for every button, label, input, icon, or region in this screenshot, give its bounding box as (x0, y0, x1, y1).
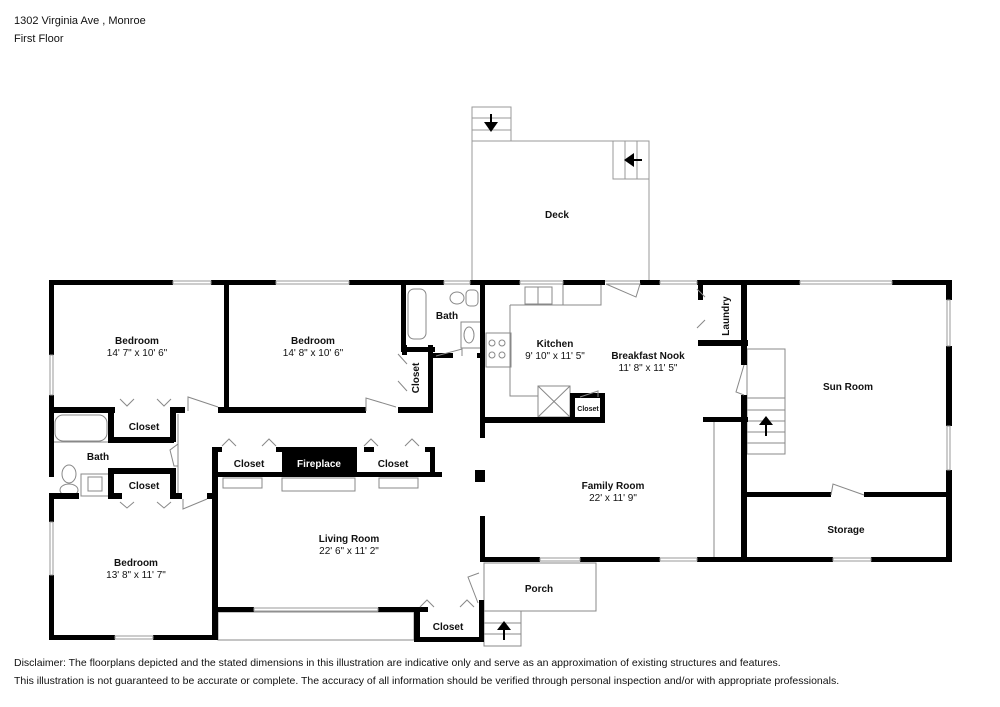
room-label-closet: Closet (378, 459, 409, 470)
deck (471, 106, 650, 282)
room-label-closet: Closet (129, 481, 160, 492)
arrow-left-icon (624, 153, 642, 167)
room-label-bedroom: Bedroom (291, 336, 335, 347)
room-label-porch: Porch (525, 584, 553, 595)
room-label-laundry: Laundry (721, 296, 732, 336)
room-label-breakfast-nook: Breakfast Nook (611, 351, 685, 362)
room-label-closet: Closet (129, 422, 160, 433)
room-label-closet: Closet (411, 362, 422, 393)
room-dimensions-bedroom: 14' 7" x 10' 6" (107, 348, 168, 359)
room-dimensions-breakfast-nook: 11' 8" x 11' 5" (619, 363, 678, 374)
room-label-fireplace: Fireplace (297, 459, 341, 470)
room-dimensions-kitchen: 9' 10" x 11' 5" (525, 351, 585, 362)
room-label-deck: Deck (545, 210, 569, 221)
doors (119, 283, 865, 608)
room-label-sun-room: Sun Room (823, 382, 873, 393)
room-dimensions-living-room: 22' 6" x 11' 2" (319, 546, 379, 557)
property-address: 1302 Virginia Ave , Monroe (14, 15, 146, 27)
walls (49, 280, 952, 642)
windows (49, 280, 951, 640)
disclaimer-line-2: This illustration is not guaranteed to b… (14, 675, 840, 687)
room-dimensions-bedroom: 14' 8" x 10' 6" (283, 348, 344, 359)
room-label-bedroom: Bedroom (115, 336, 159, 347)
arrow-down-icon (484, 114, 498, 132)
room-label-closet: Closet (433, 622, 464, 633)
floor-label: First Floor (14, 33, 64, 45)
room-label-bath: Bath (436, 311, 458, 322)
room-label-kitchen: Kitchen (537, 339, 574, 350)
arrow-up-icon (497, 621, 511, 640)
arrow-up-icon (759, 416, 773, 436)
room-label-closet: Closet (234, 459, 265, 470)
room-label-living-room: Living Room (319, 534, 380, 545)
room-label-bedroom: Bedroom (114, 558, 158, 569)
room-dimensions-family-room: 22' x 11' 9" (589, 493, 637, 504)
room-dimensions-bedroom: 13' 8" x 11' 7" (106, 570, 166, 581)
fixtures (53, 282, 786, 647)
room-label-bath: Bath (87, 452, 109, 463)
room-label-family-room: Family Room (582, 481, 645, 492)
room-label-storage: Storage (827, 525, 865, 536)
disclaimer-line-1: Disclaimer: The floorplans depicted and … (14, 657, 781, 669)
room-label-closet: Closet (577, 406, 599, 413)
